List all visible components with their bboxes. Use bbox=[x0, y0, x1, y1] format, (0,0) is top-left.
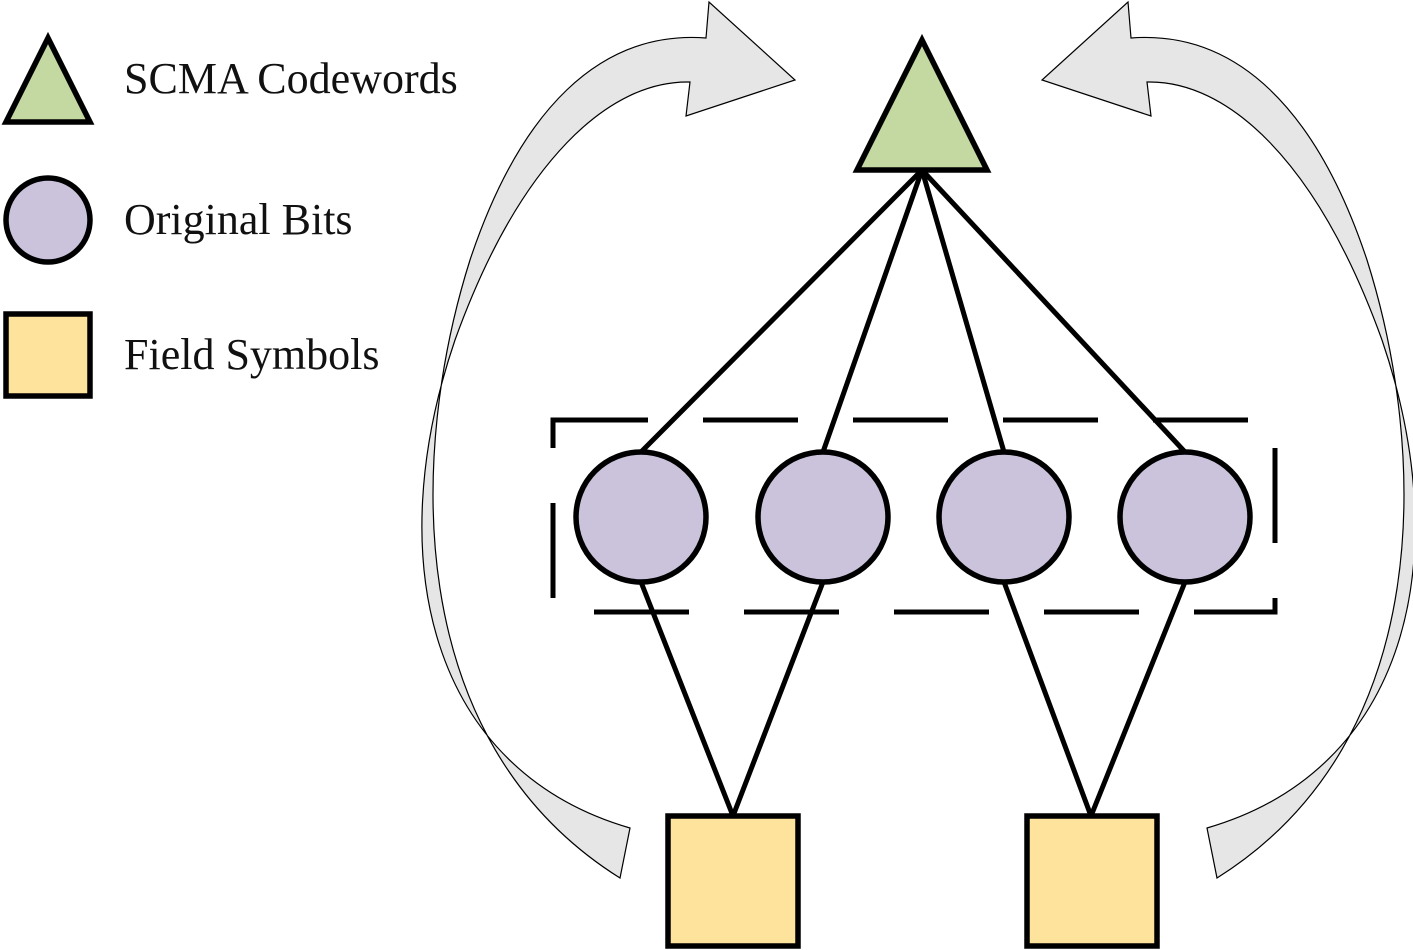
bit-node-3 bbox=[936, 449, 1072, 585]
edge-codeword-bit-2 bbox=[820, 167, 925, 455]
left-mapping-arrow bbox=[421, 0, 797, 879]
graph-edges bbox=[638, 167, 1188, 819]
edge-codeword-bit-4 bbox=[919, 167, 1188, 455]
bit-node-1 bbox=[573, 449, 709, 585]
edge-bit-1-field-1 bbox=[638, 579, 736, 819]
edge-bit-4-field-2 bbox=[1088, 579, 1188, 819]
mapping-arrows bbox=[421, 0, 1413, 879]
field-symbol-nodes bbox=[665, 813, 1160, 949]
edge-bit-3-field-2 bbox=[1001, 579, 1094, 819]
edge-codeword-bit-1 bbox=[638, 167, 925, 455]
legend-field-label: Field Symbols bbox=[124, 330, 380, 379]
right-mapping-arrow bbox=[1040, 0, 1413, 879]
edge-codeword-bit-3 bbox=[919, 167, 1007, 455]
codeword-node bbox=[852, 33, 992, 173]
legend-codewords-label: SCMA Codewords bbox=[124, 54, 458, 103]
legend-bits-label: Original Bits bbox=[124, 195, 353, 244]
legend-field-icon bbox=[3, 311, 93, 399]
bit-nodes bbox=[573, 449, 1253, 585]
bit-node-4 bbox=[1117, 449, 1253, 585]
field-symbol-node-2 bbox=[1024, 813, 1160, 949]
field-symbol-node-1 bbox=[665, 813, 801, 949]
legend-codeword-icon bbox=[1, 31, 95, 125]
edge-bit-2-field-1 bbox=[730, 579, 826, 819]
legend-bit-icon bbox=[3, 175, 93, 265]
legend: SCMA Codewords Original Bits Field Symbo… bbox=[1, 31, 458, 399]
bit-node-2 bbox=[755, 449, 891, 585]
bits-group-box bbox=[550, 417, 1278, 615]
